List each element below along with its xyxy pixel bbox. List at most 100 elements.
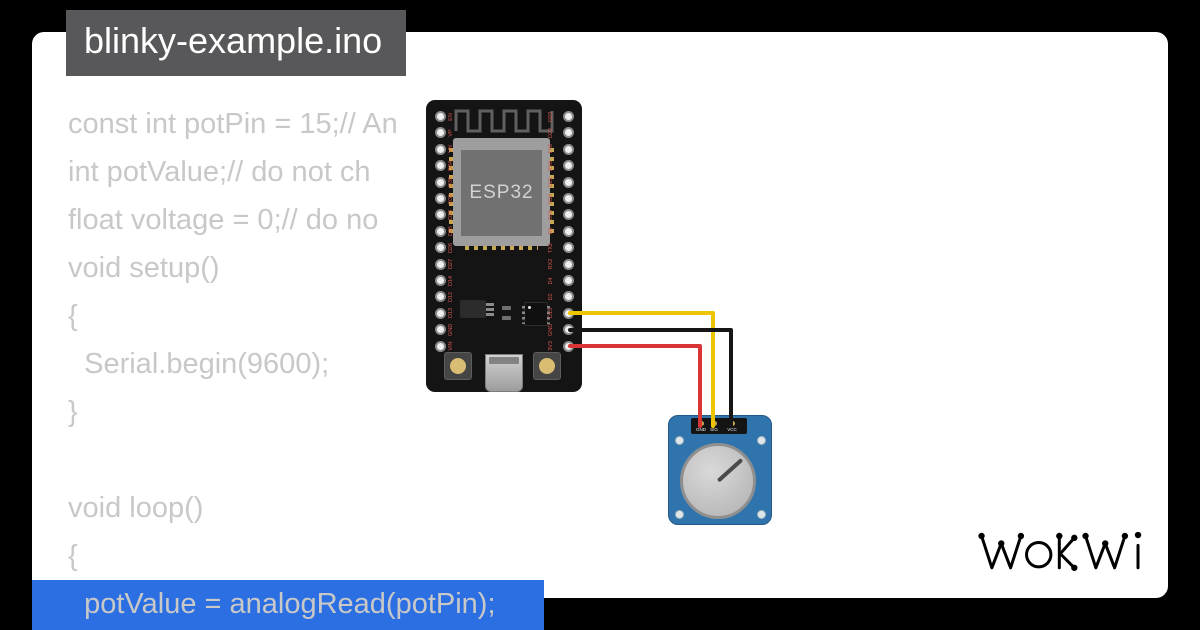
pin-d13[interactable] xyxy=(435,307,446,319)
en-button-cap[interactable] xyxy=(450,358,466,374)
code-line: } xyxy=(68,396,78,428)
regulator-leg xyxy=(486,308,494,311)
boot-button[interactable] xyxy=(533,352,561,380)
pot-pin-vcc xyxy=(729,421,735,426)
esp32-shield-inner: ESP32 xyxy=(461,150,542,236)
pin-d5[interactable] xyxy=(563,225,574,237)
pin-vp[interactable] xyxy=(435,127,446,139)
code-line: Serial.begin(9600); xyxy=(68,348,330,380)
code-line: void setup() xyxy=(68,252,220,284)
pin-d18[interactable] xyxy=(563,209,574,221)
pin-en[interactable] xyxy=(435,111,446,122)
editor-canvas: const int potPin = 15;// An int potValue;… xyxy=(32,32,1168,598)
pin-d19[interactable] xyxy=(563,193,574,204)
code-line xyxy=(68,436,398,484)
pin-d22[interactable] xyxy=(563,127,574,139)
sketch-filename: blinky-example.ino xyxy=(66,10,407,76)
pot-pin-label: SIG xyxy=(710,427,718,432)
pin-d26[interactable] xyxy=(435,242,446,254)
pin-d33[interactable] xyxy=(435,209,446,221)
shield-pins-left xyxy=(449,148,453,236)
code-line: int potValue;// do not ch xyxy=(68,156,371,188)
pin-vn[interactable] xyxy=(435,143,446,155)
pin-d14[interactable] xyxy=(435,275,446,286)
pin-label-d13: D13 xyxy=(448,308,454,319)
pin-tx2[interactable] xyxy=(563,242,574,254)
pin-d27[interactable] xyxy=(435,258,446,270)
usb-connector xyxy=(485,354,523,392)
pin-label-d26: D26 xyxy=(448,242,454,253)
pin-label-vp: VP xyxy=(448,129,454,137)
code-line: { xyxy=(68,300,78,332)
pin-label-d14: D14 xyxy=(448,275,454,286)
code-line: float voltage = 0;// do no xyxy=(68,204,379,236)
pin-label-gnd: GND xyxy=(448,323,454,336)
pin-label-d21: D21 xyxy=(548,177,554,188)
pin-label-rx2: RX2 xyxy=(548,258,554,270)
en-button[interactable] xyxy=(444,352,472,380)
pin-gnd[interactable] xyxy=(435,324,446,336)
pin-d12[interactable] xyxy=(435,291,446,303)
pin-label-d25: D25 xyxy=(448,226,454,237)
shield-pins-right xyxy=(550,148,554,236)
pot-pin-label: VCC xyxy=(727,427,737,432)
pin-label-rx0: RX0 xyxy=(548,160,554,172)
pin-label-tx2: TX2 xyxy=(548,242,554,253)
smd-passive xyxy=(502,316,511,320)
pin-label-d18: D18 xyxy=(548,209,554,220)
pin-d23[interactable] xyxy=(563,111,574,122)
regulator-leg xyxy=(486,313,494,316)
pot-pin-label: GND xyxy=(696,427,706,432)
potentiometer-module[interactable]: GND SIG VCC xyxy=(668,415,772,525)
pin-label-d33: D33 xyxy=(448,209,454,220)
pot-pin-header: GND SIG VCC xyxy=(691,418,747,434)
pin-label-vin: VIN xyxy=(448,341,454,351)
pin-label-d19: D19 xyxy=(548,193,554,204)
pin-label-d27: D27 xyxy=(448,259,454,270)
pin-d34[interactable] xyxy=(435,160,446,172)
pin-label-d12: D12 xyxy=(448,291,454,302)
mounting-hole xyxy=(757,510,766,519)
pin-label-d23: D23 xyxy=(548,111,554,122)
flash-chip xyxy=(522,302,550,326)
pin-d35[interactable] xyxy=(435,176,446,188)
pin-d21[interactable] xyxy=(563,176,574,188)
pin-label-vn: VN xyxy=(448,145,454,154)
pin-3v3[interactable] xyxy=(563,340,574,352)
esp32-antenna xyxy=(454,109,554,133)
pin-d4[interactable] xyxy=(563,275,574,286)
pot-pin-gnd xyxy=(698,421,704,426)
pin-tx0[interactable] xyxy=(563,143,574,155)
pin-rx0[interactable] xyxy=(563,160,574,172)
pin-label-d5: D5 xyxy=(548,227,554,235)
regulator-leg xyxy=(486,303,494,306)
mounting-hole xyxy=(757,436,766,445)
pin-label-en: EN xyxy=(448,112,454,121)
pin-label-d32: D32 xyxy=(448,193,454,204)
pin-label-d4: D4 xyxy=(548,276,554,285)
usb-opening xyxy=(489,357,519,364)
wokwi-logo: WOKWI xyxy=(978,531,1142,571)
voltage-regulator xyxy=(460,300,486,318)
pin-label-d15: D15 xyxy=(548,308,554,319)
pin-rx2[interactable] xyxy=(563,258,574,270)
pin-d15[interactable] xyxy=(563,307,574,319)
shield-pins-bottom xyxy=(465,246,538,250)
pin-label-d2: D2 xyxy=(548,293,554,301)
pot-pin-sig xyxy=(711,421,717,426)
filename-text: blinky-example.ino xyxy=(84,20,383,61)
chip-pin1-dot xyxy=(528,306,531,309)
code-line: void loop() xyxy=(68,492,204,524)
pin-label-d22: D22 xyxy=(548,127,554,138)
pin-d32[interactable] xyxy=(435,193,446,204)
pin-vin[interactable] xyxy=(435,340,446,352)
pin-d25[interactable] xyxy=(435,225,446,237)
pin-d2[interactable] xyxy=(563,291,574,303)
esp32-chip-label: ESP32 xyxy=(469,182,534,203)
code-line: const int potPin = 15;// An xyxy=(68,108,398,140)
boot-button-cap[interactable] xyxy=(539,358,555,374)
pin-label-d34: D34 xyxy=(448,160,454,171)
code-line: { xyxy=(68,540,78,572)
